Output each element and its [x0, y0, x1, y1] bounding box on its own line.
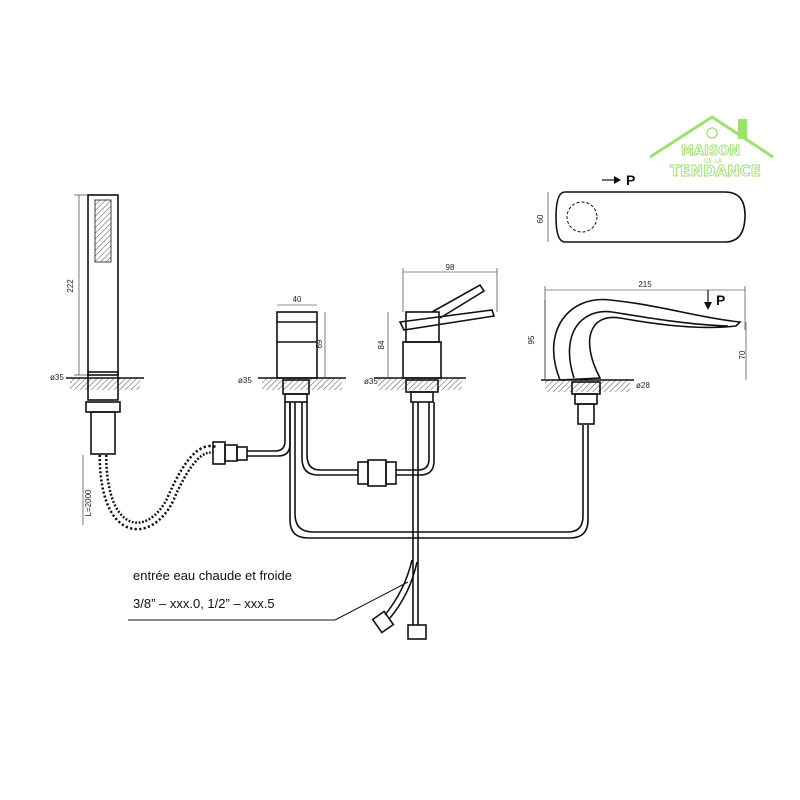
- logo-line-3: TENDANCE: [670, 162, 761, 180]
- pressure-label-side: P: [716, 292, 725, 308]
- dim-diverter-width: 40: [293, 295, 302, 304]
- piping: [289, 402, 589, 640]
- mixer-valve: 98 84 ø35: [364, 263, 498, 403]
- dim-diverter-height: 69: [315, 339, 324, 348]
- spout-top-view: 60 P: [536, 172, 746, 243]
- logo-line-2: DE LA: [704, 158, 723, 165]
- dim-diverter-base: ø35: [238, 376, 252, 385]
- brand-logo: MAISON DE LA TENDANCE: [649, 115, 774, 180]
- inlet-note-title: entrée eau chaude et froide: [133, 568, 292, 583]
- dim-spout-top-width: 60: [536, 214, 545, 223]
- flexible-hose: [98, 402, 291, 531]
- dim-handshower-base: ø35: [50, 373, 64, 382]
- diverter: 40 69 ø35: [238, 295, 346, 403]
- dim-spout-base: ø28: [636, 381, 650, 390]
- pressure-label-top: P: [626, 172, 635, 188]
- inlet-note-specs: 3/8” – xxx.0, 1/2” – xxx.5: [133, 596, 275, 611]
- inlet-note: entrée eau chaude et froide 3/8” – xxx.0…: [128, 568, 409, 621]
- dim-mixer-width: 98: [446, 263, 455, 272]
- dim-spout-height: 95: [527, 335, 536, 344]
- spout: 215 95 70 P ø28: [527, 280, 747, 425]
- dim-mixer-base: ø35: [364, 377, 378, 386]
- dim-hose-length: L=2000: [84, 489, 93, 516]
- dim-spout-length: 215: [638, 280, 652, 289]
- logo-line-1: MAISON: [681, 144, 740, 159]
- hand-shower: 222 ø35 L=2000: [50, 194, 144, 525]
- dim-mixer-height: 84: [377, 340, 386, 349]
- dim-handshower-height: 222: [66, 279, 75, 293]
- dim-spout-outlet-height: 70: [738, 350, 747, 359]
